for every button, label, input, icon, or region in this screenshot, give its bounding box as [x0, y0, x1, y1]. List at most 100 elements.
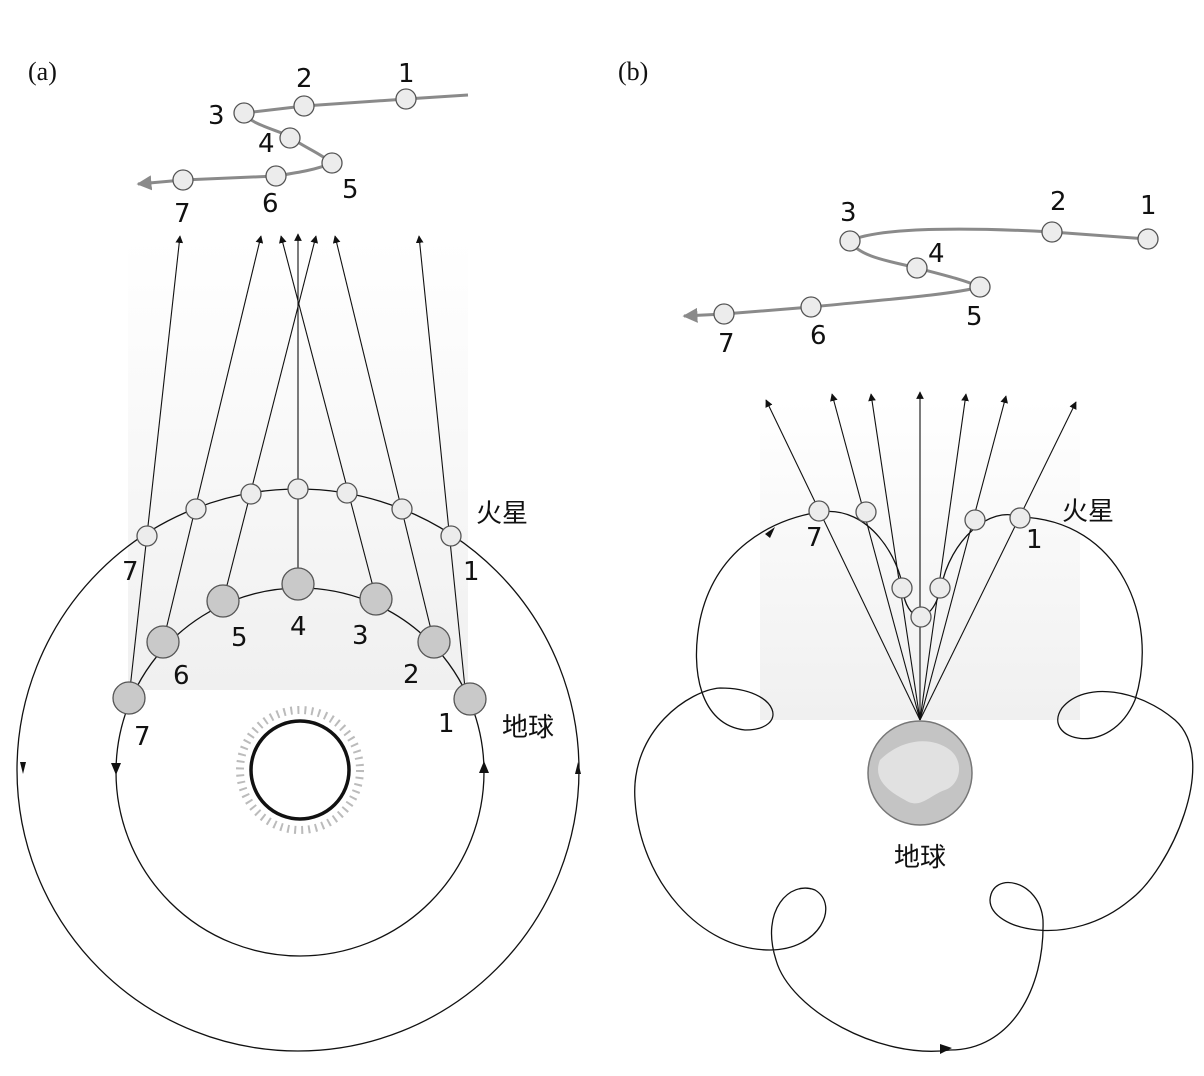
mars-orbit-arrow-right: [575, 762, 581, 774]
mars-b-pos-4: [910, 606, 932, 628]
path-a-label-2: 2: [296, 64, 313, 94]
mars-b-pos-6: [855, 501, 877, 523]
panel-b-mars-positions: 1 7 火星: [806, 497, 1114, 628]
mars-epicycle-path-b: [634, 511, 1194, 1052]
panel-b-lines-of-sight: [765, 391, 1077, 721]
path-a-point-6: [265, 165, 287, 187]
earth-a-label-6: 6: [173, 661, 190, 691]
mars-b-label-7: 7: [806, 523, 823, 553]
panel-a-mars-positions: 1 7 火星: [122, 478, 528, 587]
sight-line-a-1: [415, 235, 467, 699]
earth-a-label-3: 3: [352, 621, 369, 651]
mars-b-name: 火星: [1062, 497, 1114, 527]
panel-b: (b) 1 2 3 4 5 6 7: [618, 57, 1194, 1054]
sight-line-b-2: [919, 395, 1008, 721]
sight-line-a-2: [332, 235, 435, 643]
mars-a-pos-3: [336, 482, 358, 504]
sight-line-b-7: [765, 399, 921, 721]
path-b-point-5: [969, 276, 991, 298]
path-b-label-2: 2: [1050, 187, 1067, 217]
sight-line-a-6: [162, 235, 264, 643]
mars-a-pos-5: [240, 483, 262, 505]
path-a-point-4: [279, 127, 301, 149]
path-a-point-7: [172, 169, 194, 191]
mars-b-pos-7: [808, 500, 830, 522]
panel-a: (a) 1 2 3 4 5 6 7: [16, 57, 581, 1052]
path-b-point-7: [713, 303, 735, 325]
sight-line-b-1: [919, 401, 1077, 721]
epicycle-arrow-top: [765, 527, 775, 538]
sight-line-b-5: [868, 393, 921, 721]
earth-a-pos-4: [281, 567, 315, 601]
earth-b-name: 地球: [894, 843, 946, 873]
path-b-point-2: [1041, 221, 1063, 243]
panel-a-apparent-path: 1 2 3 4 5 6 7: [136, 59, 469, 229]
sight-line-b-3: [919, 393, 969, 721]
path-b-point-1: [1137, 228, 1159, 250]
path-a-point-5: [321, 152, 343, 174]
earth-orbit-arrow-left: [111, 763, 121, 775]
mars-b-pos-3: [929, 577, 951, 599]
earth-a-label-2: 2: [403, 660, 420, 690]
path-b-point-3: [839, 230, 861, 252]
path-a-point-1: [395, 88, 417, 110]
earth-a-pos-1: [453, 682, 487, 716]
sight-line-a-5: [222, 235, 319, 602]
earth-orbit-arrow-right: [479, 761, 489, 773]
earth-a-pos-3: [359, 582, 393, 616]
panel-a-earth-positions: 1 2 3 4 5 6 7 地球: [112, 567, 554, 752]
path-b-label-7: 7: [718, 329, 735, 359]
path-b-label-5: 5: [966, 302, 983, 332]
mars-a-pos-6: [185, 498, 207, 520]
earth-a-label-5: 5: [231, 623, 248, 653]
path-b-label-3: 3: [840, 198, 857, 228]
earth-a-label-7: 7: [134, 722, 151, 752]
path-a-point-3: [233, 102, 255, 124]
earth-a-pos-7: [112, 681, 146, 715]
sun-disk: [249, 719, 351, 821]
mars-a-pos-4: [287, 478, 309, 500]
sight-line-a-3: [279, 235, 377, 599]
path-a-label-7: 7: [174, 199, 191, 229]
mars-b-pos-5: [891, 577, 913, 599]
panel-b-label: (b): [618, 57, 648, 86]
earth-b: 地球: [867, 720, 973, 873]
path-b-point-4: [906, 257, 928, 279]
path-b-label-6: 6: [810, 321, 827, 351]
mars-a-pos-1: [440, 525, 462, 547]
mars-orbit-arrow-left: [20, 762, 26, 774]
mars-a-pos-2: [391, 498, 413, 520]
earth-a-label-1: 1: [438, 709, 455, 739]
sun: [236, 706, 364, 834]
path-a-label-1: 1: [398, 59, 415, 89]
panel-b-apparent-path: 1 2 3 4 5 6 7: [682, 187, 1159, 359]
epicycle-arrow-bottom: [940, 1044, 952, 1054]
earth-a-pos-2: [417, 625, 451, 659]
mars-a-label-7: 7: [122, 557, 139, 587]
earth-continent-b: [878, 741, 960, 804]
panel-a-lines-of-sight: [128, 233, 467, 699]
mars-b-label-1: 1: [1026, 525, 1043, 555]
path-a-segment-1: [243, 93, 469, 115]
path-a-label-6: 6: [262, 189, 279, 219]
path-b-label-1: 1: [1140, 191, 1157, 221]
path-a-point-2: [293, 95, 315, 117]
sight-line-b-6: [830, 393, 921, 721]
earth-a-label-4: 4: [290, 612, 307, 642]
mars-a-pos-7: [136, 525, 158, 547]
sun-rays: [236, 706, 364, 834]
path-a-label-3: 3: [208, 101, 225, 131]
path-a-label-5: 5: [342, 175, 359, 205]
earth-a-name: 地球: [502, 713, 554, 743]
earth-a-pos-5: [206, 584, 240, 618]
path-b-point-6: [800, 296, 822, 318]
path-a-label-4: 4: [258, 129, 275, 159]
mars-b-pos-1: [1009, 507, 1031, 529]
path-a-segment-3: [136, 161, 333, 191]
panel-a-label: (a): [28, 57, 57, 86]
sight-line-a-7: [128, 235, 184, 699]
mars-a-name: 火星: [476, 499, 528, 529]
mars-a-label-1: 1: [463, 557, 480, 587]
earth-a-pos-6: [146, 625, 180, 659]
